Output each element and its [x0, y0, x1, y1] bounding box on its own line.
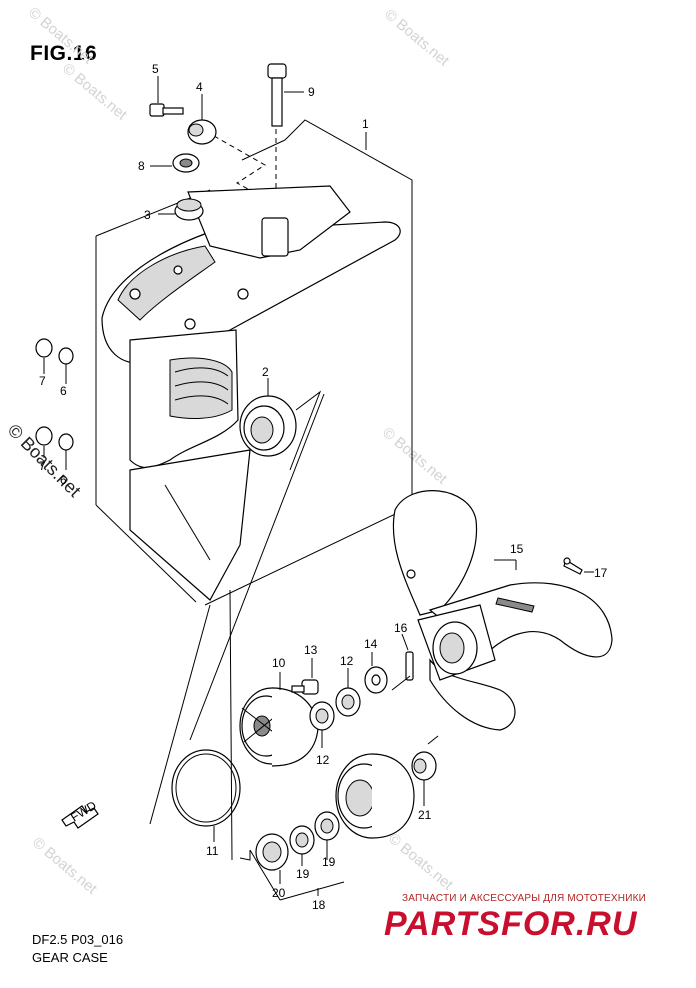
callout-labels: 1 2 3 4 5 6 6 7 7 8 9 10 11 12 12 13 14 … — [39, 62, 608, 912]
callout-18: 18 — [312, 898, 326, 912]
callout-6a: 6 — [60, 384, 67, 398]
bolt-part-5 — [149, 76, 184, 117]
diagram-code: DF2.5 P03_016 — [32, 932, 124, 947]
drain-plug-upper — [35, 338, 74, 384]
gear-case-outline — [95, 119, 413, 606]
gear-case-body — [101, 185, 401, 601]
callout-19b: 19 — [322, 855, 336, 869]
callout-14: 14 — [364, 637, 378, 651]
propeller-part-15 — [392, 490, 613, 731]
callout-5: 5 — [152, 62, 159, 76]
callout-6b: 6 — [60, 473, 67, 487]
callout-19a: 19 — [296, 867, 310, 881]
forward-direction-arrow: FWD — [61, 798, 99, 829]
callout-7b: 7 — [39, 459, 46, 473]
bearing-part-2 — [239, 378, 322, 471]
bolt-part-9 — [267, 63, 304, 127]
shear-pin-part-16 — [401, 633, 414, 681]
brand-tagline: ЗАПЧАСТИ И АКСЕССУАРЫ ДЛЯ МОТОТЕХНИКИ — [402, 893, 647, 904]
washer-part-14 — [364, 652, 388, 694]
bearing-part-20 — [255, 833, 289, 884]
brand-logo: PARTSFOR.RU — [384, 905, 638, 943]
callout-15: 15 — [510, 542, 524, 556]
callout-10: 10 — [272, 656, 286, 670]
bolt-part-13 — [291, 658, 319, 695]
bushing-part-3 — [158, 198, 204, 221]
bearing-part-12-upper — [335, 668, 361, 717]
diagram-name: GEAR CASE — [32, 950, 108, 965]
callout-11: 11 — [206, 844, 219, 858]
callout-12b: 12 — [316, 753, 330, 767]
bearing-part-19-right — [314, 811, 340, 860]
bearing-part-19-left — [289, 825, 315, 866]
callout-20: 20 — [272, 886, 286, 900]
bushing-part-21 — [411, 751, 437, 806]
drain-plug-lower — [35, 426, 74, 470]
callout-4: 4 — [196, 80, 203, 94]
callout-3: 3 — [144, 208, 151, 222]
gear-housing-assembly-part-18 — [249, 753, 415, 901]
callout-9: 9 — [308, 85, 315, 99]
callout-21: 21 — [418, 808, 432, 822]
figure-title: FIG.16 — [30, 42, 98, 65]
callout-2: 2 — [262, 365, 269, 379]
callout-13: 13 — [304, 643, 318, 657]
propeller-shaft-housing-part-10 — [239, 672, 319, 767]
cotter-pin-part-17 — [563, 557, 594, 575]
callout-1: 1 — [362, 117, 369, 131]
seal-part-8 — [150, 153, 200, 173]
callout-8: 8 — [138, 159, 145, 173]
callout-16: 16 — [394, 621, 408, 635]
assembly-guide-lines — [149, 393, 439, 861]
callout-17: 17 — [594, 566, 608, 580]
callout-12a: 12 — [340, 654, 354, 668]
spacer-part-4 — [187, 94, 217, 145]
o-ring-part-11 — [171, 749, 241, 842]
bearing-part-12-lower — [309, 701, 335, 748]
callout-7a: 7 — [39, 374, 46, 388]
